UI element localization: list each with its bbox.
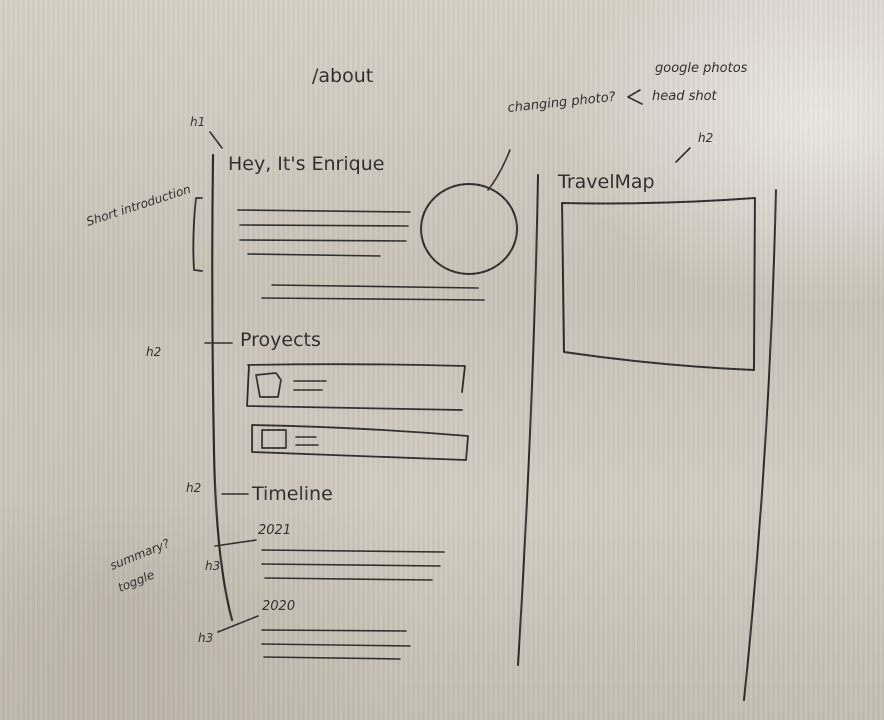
project-thumbnail-icon (255, 372, 282, 398)
photo-arrow (487, 149, 511, 191)
timeline-2021-lines (261, 549, 445, 581)
timeline-heading: Timeline (251, 483, 333, 505)
project-thumbnail-icon (261, 429, 287, 449)
middle-column-line (517, 174, 539, 666)
headshot-photo-placeholder (420, 183, 518, 275)
h2-timeline-annotation: h2 (186, 481, 201, 495)
right-column-line (743, 189, 777, 701)
short-intro-annotation: Short introduction (85, 182, 193, 229)
intro-text-lines (237, 209, 485, 301)
pointer-arrow (627, 89, 643, 105)
h2-travel-arrow (675, 147, 691, 163)
timeline-year-2020: 2020 (262, 599, 295, 614)
intro-heading: Hey, It's Enrique (228, 153, 384, 175)
h2-travel-annotation: h2 (698, 131, 713, 145)
project-card (251, 424, 469, 461)
timeline-year-2021: 2021 (258, 523, 291, 538)
changing-photo-text: changing photo? (507, 90, 617, 116)
h1-annotation: h1 (190, 115, 205, 129)
h2-projects-annotation: h2 (146, 345, 161, 359)
projects-heading: Proyects (240, 329, 321, 351)
left-column-line (211, 153, 234, 622)
head-shot-annotation: head shot (652, 89, 718, 104)
travelmap-heading: TravelMap (557, 171, 655, 193)
h3-2021-annotation: h3 (205, 559, 220, 573)
project-card (246, 363, 466, 411)
route-label: /about (312, 65, 373, 87)
short-intro-bracket (192, 197, 203, 272)
h3-2021-arrow (214, 539, 257, 547)
h3-2020-arrow (217, 615, 259, 633)
timeline-2020-lines (261, 629, 411, 660)
google-photos-annotation: google photos (655, 61, 748, 76)
toggle-annotation: toggle (116, 568, 156, 595)
h3-2020-annotation: h3 (198, 631, 213, 645)
h1-arrow (209, 131, 223, 149)
summary-annotation: summary? (108, 536, 172, 573)
changing-photo-annotation: changing photo? (507, 90, 617, 116)
travel-map-placeholder (561, 197, 756, 371)
